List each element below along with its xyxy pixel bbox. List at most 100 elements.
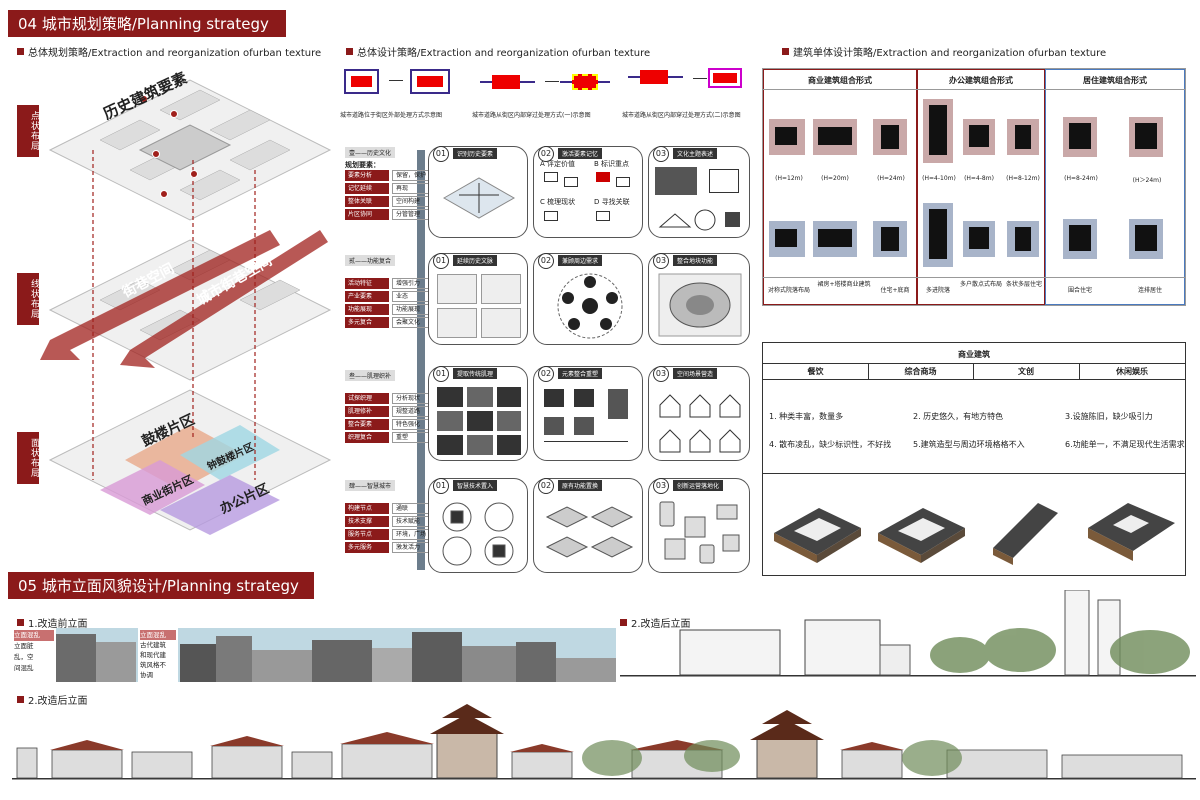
- type-label: 对称式院落布局: [767, 287, 810, 294]
- before-label-text: 1.改造前立面: [28, 619, 88, 630]
- bullet-icon: [17, 696, 24, 703]
- row2-tag-3: 功能展现功能展现: [345, 304, 436, 315]
- type-label: 连排居住: [1137, 287, 1162, 294]
- row-head-4: 肆——智慧城市: [345, 480, 396, 491]
- history-marker: [140, 95, 148, 103]
- h-label: (H＞24m): [1132, 177, 1162, 184]
- row3-tag-4: 织理复合重塑: [345, 432, 436, 443]
- eval-a: A 评定价值: [540, 160, 576, 168]
- strategy-spine: [417, 150, 425, 570]
- h-label: (H=4-8m): [964, 175, 994, 182]
- row4-tag-3: 服务节点环境，广场: [345, 529, 436, 540]
- row3-tag-2: 肌理修补规整道路: [345, 406, 436, 417]
- group-title-commercial: 商业建筑组合形式: [808, 76, 872, 85]
- after-b-text: 2.改造后立面: [28, 696, 88, 707]
- after-elevation-right: [620, 590, 1196, 677]
- type-label: 多户散点式布局: [959, 281, 1002, 288]
- type-label: 围合住宅: [1067, 287, 1092, 294]
- col-creative: 文创: [1018, 367, 1034, 376]
- section-04-banner: 04 城市规划策略/Planning strategy: [8, 10, 286, 37]
- h-label: (H=12m): [775, 175, 803, 182]
- section-05-banner: 05 城市立面风貌设计/Planning strategy: [8, 572, 314, 599]
- point-6: 6.功能单一，不满足现代生活需求: [1065, 440, 1185, 449]
- group-title-office: 办公建筑组合形式: [949, 76, 1013, 85]
- eval-c: C 梳理现状: [540, 198, 576, 206]
- road-diagram-3: [628, 64, 758, 104]
- tag-point-layout: 点状布局: [17, 105, 39, 157]
- commercial-table: 商业建筑 餐饮 综合商场 文创 休闲娱乐 1. 种类丰富，数量多 2. 历史悠久…: [762, 342, 1186, 576]
- row4-tag-2: 技术支撑技术赋能: [345, 516, 436, 527]
- after-elevation-label-right: 2.改造后立面: [620, 615, 691, 630]
- row4-tag-4: 多元服务激发活力: [345, 542, 436, 553]
- note-box-2: 立面混乱古代建筑和现代建筑风格不协调: [138, 628, 178, 682]
- tag-area-layout: 面状布局: [17, 432, 39, 484]
- h-label: (H=4-10m): [922, 175, 956, 182]
- building-render-1: [774, 508, 861, 563]
- row1-tag-2: 记忆延续再现: [345, 183, 436, 194]
- commercial-title: 商业建筑: [958, 350, 990, 359]
- road-caption-3: 城市道路从街区内部穿过处理方式(二)示意图: [622, 112, 741, 119]
- type-label: 住宅+底商: [880, 287, 910, 294]
- group-title-residential: 居住建筑组合形式: [1083, 76, 1147, 85]
- col-leisure: 休闲娱乐: [1116, 367, 1148, 376]
- eval-b: B 标识重点: [594, 160, 630, 168]
- road-caption-1: 城市道路位于街区外部处理方式示意图: [340, 112, 443, 119]
- h-label: (H=20m): [821, 175, 849, 182]
- point-3: 3.设施陈旧，缺少吸引力: [1065, 412, 1153, 421]
- row2-tag-2: 产业要素业态: [345, 291, 436, 302]
- history-marker: [170, 110, 178, 118]
- mid-subtitle: 总体设计策略/Extraction and reorganization ofu…: [346, 44, 650, 59]
- note-box-1: 立面混乱立面脏乱，空间混乱: [12, 628, 56, 682]
- row1-intro: 规划要素：: [345, 161, 380, 169]
- bullet-icon: [17, 48, 24, 55]
- row-head-2: 贰——功能复合: [345, 255, 396, 266]
- h-label: (H=24m): [877, 175, 905, 182]
- history-marker: [190, 170, 198, 178]
- row1-tag-3: 整体关联空间构建: [345, 196, 436, 207]
- after-elevation-bottom: [12, 704, 1196, 780]
- history-marker: [160, 190, 168, 198]
- road-diagram-2: [480, 64, 610, 104]
- type-label: 多进院落: [925, 287, 950, 294]
- h-label: (H=8-12m): [1006, 175, 1040, 182]
- point-2: 2. 历史悠久，有地方特色: [913, 412, 1004, 421]
- right-subtitle-text: 建筑单体设计策略/Extraction and reorganization o…: [793, 48, 1107, 59]
- row2-tag-1: 活动特征增强引力: [345, 278, 436, 289]
- row-head-1: 壹——历史文化: [345, 147, 396, 158]
- bullet-icon: [346, 48, 353, 55]
- before-elevation-label: 1.改造前立面: [17, 615, 88, 630]
- bullet-icon: [782, 48, 789, 55]
- after-r-text: 2.改造后立面: [631, 619, 691, 630]
- bullet-icon: [620, 619, 627, 626]
- row3-tag-3: 整合要素特色强化: [345, 419, 436, 430]
- tag-line-layout: 线状布局: [17, 273, 39, 325]
- type-label: 条状多层住宅: [1005, 281, 1042, 288]
- building-render-2: [878, 508, 965, 563]
- road-diagram-1: [344, 64, 454, 104]
- before-photo-strip: 立面混乱立面脏乱，空间混乱 立面混乱古代建筑和现代建筑风格不协调: [12, 628, 616, 682]
- row3-tag-1: 试探织理分析现状: [345, 393, 436, 404]
- col-dining: 餐饮: [807, 367, 824, 376]
- row4-tag-1: 构建节点通联: [345, 503, 436, 514]
- building-render-4: [1088, 503, 1175, 561]
- row2-tag-4: 多元复合会聚文化: [345, 317, 436, 328]
- left-subtitle-text: 总体规划策略/Extraction and reorganization ofu…: [28, 48, 322, 59]
- mid-subtitle-text: 总体设计策略/Extraction and reorganization ofu…: [357, 48, 651, 59]
- row-head-3: 叁——肌理织补: [345, 370, 396, 381]
- point-5: 5.建筑造型与周边环境格格不入: [913, 440, 1025, 449]
- point-1: 1. 种类丰富，数量多: [769, 412, 844, 421]
- left-subtitle: 总体规划策略/Extraction and reorganization ofu…: [17, 44, 321, 59]
- road-caption-2: 城市道路从街区内部穿过处理方式(一)示意图: [472, 112, 591, 119]
- building-render-3: [993, 503, 1058, 565]
- col-mall: 综合商场: [904, 367, 937, 376]
